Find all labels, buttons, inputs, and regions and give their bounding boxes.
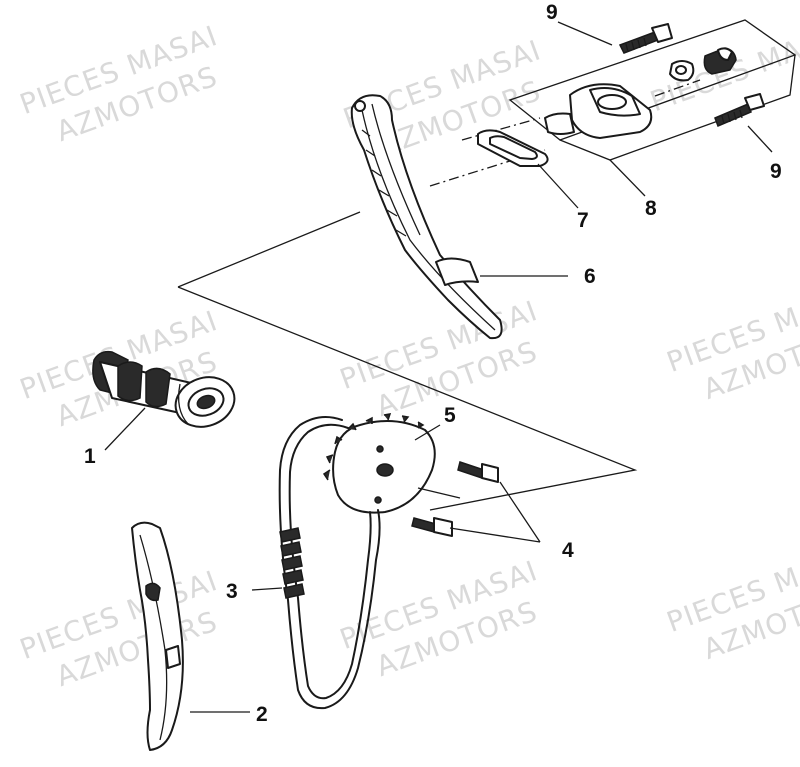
- leader-5: [414, 424, 441, 441]
- leader-9a: [557, 21, 613, 46]
- part-3-cam-chain: [278, 415, 381, 710]
- part-2-chain-guide-lower: [131, 521, 184, 751]
- part-7-gasket: [477, 129, 549, 167]
- leader-1: [104, 407, 146, 451]
- leader-3: [251, 587, 283, 591]
- reference-plane-outline: [177, 211, 638, 511]
- part-6-chain-guide: [350, 94, 503, 340]
- part-8-tensioner-assembly: [429, 19, 797, 187]
- part-9-bolt-right: [714, 93, 765, 127]
- part-4-bolt-lower: [411, 517, 453, 537]
- chain-link-bundle: [279, 527, 305, 599]
- leader-8: [609, 159, 646, 197]
- leader-4: [449, 481, 541, 543]
- callout-4: 4: [562, 539, 574, 562]
- callout-9-right: 9: [770, 160, 782, 183]
- part-5-cam-sprocket: [322, 413, 461, 514]
- callout-5: 5: [444, 404, 456, 427]
- watermark-group: PIECES MASAI AZMOTORS PIECES MASAI AZMOT…: [15, 16, 800, 693]
- leader-lines: [104, 21, 773, 713]
- callout-3: 3: [226, 580, 238, 603]
- part-9-bolt-top: [618, 23, 673, 54]
- callout-9-top: 9: [546, 1, 558, 24]
- callout-1: 1: [84, 445, 96, 468]
- callout-7: 7: [577, 209, 589, 232]
- callout-2: 2: [256, 703, 268, 726]
- callout-6: 6: [584, 265, 596, 288]
- callout-labels: 1 2 3 4 5 6 7 8 9 9: [84, 1, 782, 726]
- callout-8: 8: [645, 197, 657, 220]
- part-1-camshaft: [92, 350, 236, 428]
- part-4-bolt-upper: [457, 461, 499, 483]
- leader-7: [537, 163, 579, 209]
- leader-9b: [747, 125, 773, 153]
